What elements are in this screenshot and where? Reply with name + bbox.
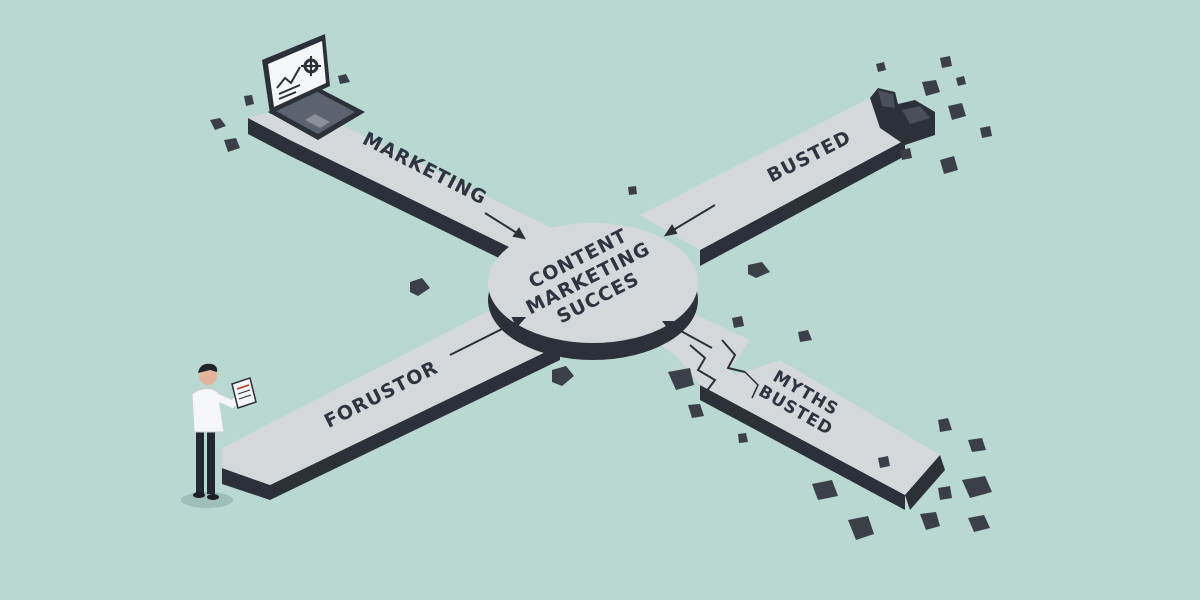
person-illustration (191, 363, 257, 500)
clipboard-icon (231, 377, 257, 409)
road-bottom-left-arm (222, 305, 560, 500)
gear-icon (301, 56, 321, 76)
laptop-icon (262, 34, 365, 140)
person-shadow (181, 492, 233, 508)
broken-road-end (870, 88, 935, 145)
road-top-left-arm (248, 105, 556, 278)
center-roundabout (488, 223, 698, 360)
debris-pieces (210, 56, 992, 540)
road-top-right-arm (640, 98, 905, 266)
arrow-icon (449, 204, 716, 356)
